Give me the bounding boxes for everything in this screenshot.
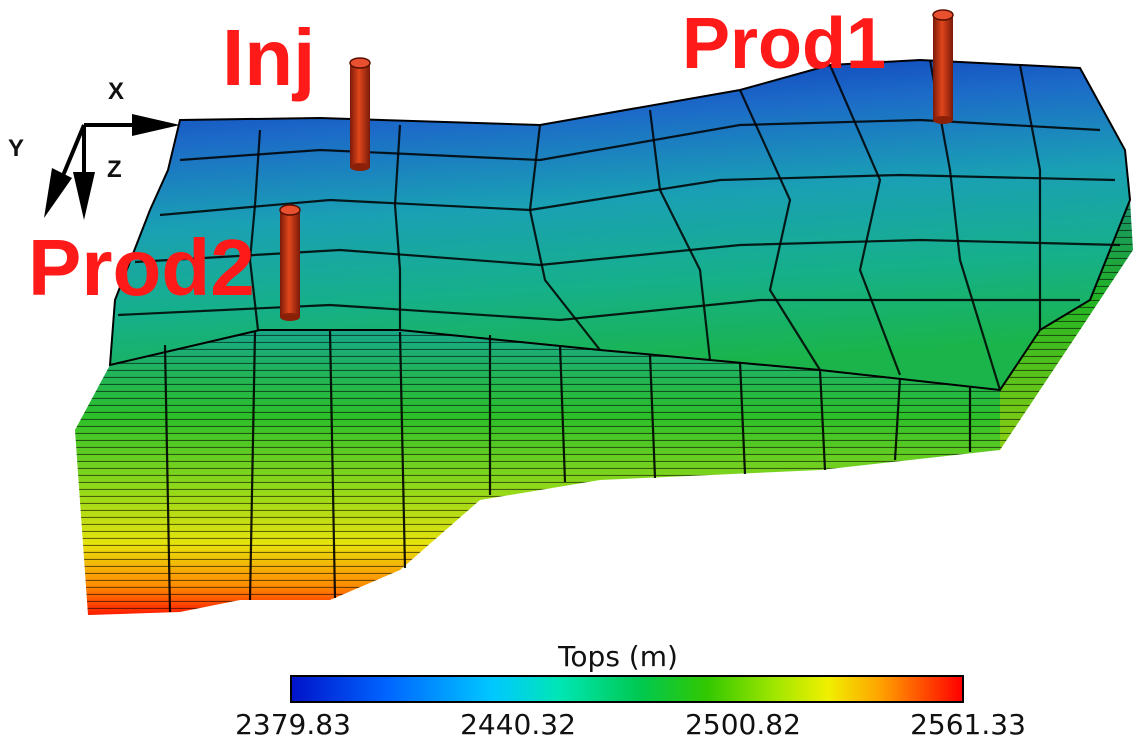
colorbar-tick-label: 2561.33	[910, 708, 1026, 741]
well-inj	[349, 57, 371, 171]
well-label-inj: Inj	[222, 13, 316, 102]
reservoir-column-lines	[163, 329, 972, 613]
axis-label-z: Z	[107, 156, 122, 183]
colorbar-title: Tops (m)	[558, 640, 678, 673]
axis-triad	[44, 114, 180, 220]
well-label-prod2: Prod2	[28, 223, 255, 312]
well-prod1	[932, 9, 954, 124]
colorbar	[290, 675, 964, 703]
axis-label-y: Y	[8, 135, 25, 162]
axis-label-x: X	[108, 78, 125, 105]
colorbar-tick-label: 2500.82	[685, 708, 801, 741]
well-label-prod1: Prod1	[682, 4, 887, 84]
well-prod2	[279, 204, 301, 321]
colorbar-tick-label: 2440.32	[460, 708, 576, 741]
colorbar-tick-label: 2379.83	[235, 708, 351, 741]
reservoir-side-faces	[75, 200, 1133, 615]
